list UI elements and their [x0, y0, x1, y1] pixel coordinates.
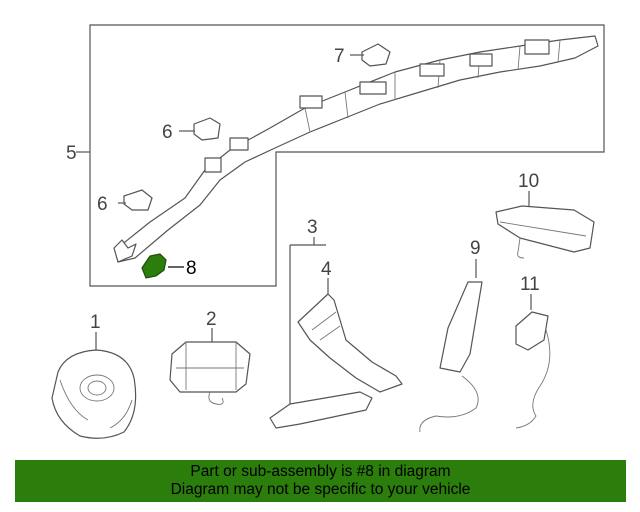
bracket-part-8 — [141, 253, 167, 279]
pillar-garnish — [297, 293, 403, 393]
callout-3: 3 — [307, 217, 318, 238]
notice-line-1: Part or sub-assembly is #8 in diagram — [190, 463, 451, 480]
callout-8: 8 — [186, 258, 197, 279]
clip-6-lower — [123, 189, 153, 211]
callout-6-upper: 6 — [162, 122, 173, 143]
callout-10: 10 — [518, 171, 539, 192]
callout-4: 4 — [321, 259, 332, 280]
pillar-garnish-lower — [269, 391, 373, 429]
callout-1: 1 — [90, 312, 101, 333]
curtain-airbag — [113, 35, 599, 263]
knee-airbag — [495, 205, 595, 259]
callout-2: 2 — [206, 309, 217, 330]
notice-line-2: Diagram may not be specific to your vehi… — [170, 481, 471, 498]
steering-wheel-airbag — [51, 349, 137, 439]
callout-7: 7 — [334, 46, 345, 67]
passenger-airbag — [169, 341, 251, 405]
part-notice-banner: Part or sub-assembly is #8 in diagram Di… — [15, 460, 626, 502]
callout-9: 9 — [470, 238, 481, 259]
clip-7 — [361, 43, 391, 67]
parts-diagram: 5 6 6 7 8 3 4 1 2 9 10 11 — [51, 24, 605, 439]
side-airbag — [419, 281, 483, 433]
seat-sensor — [515, 311, 551, 429]
callout-11: 11 — [520, 274, 540, 295]
callout-5: 5 — [66, 143, 77, 164]
callout-6-lower: 6 — [97, 194, 108, 215]
assembly-frame — [89, 24, 605, 287]
clip-6-upper — [193, 117, 221, 141]
